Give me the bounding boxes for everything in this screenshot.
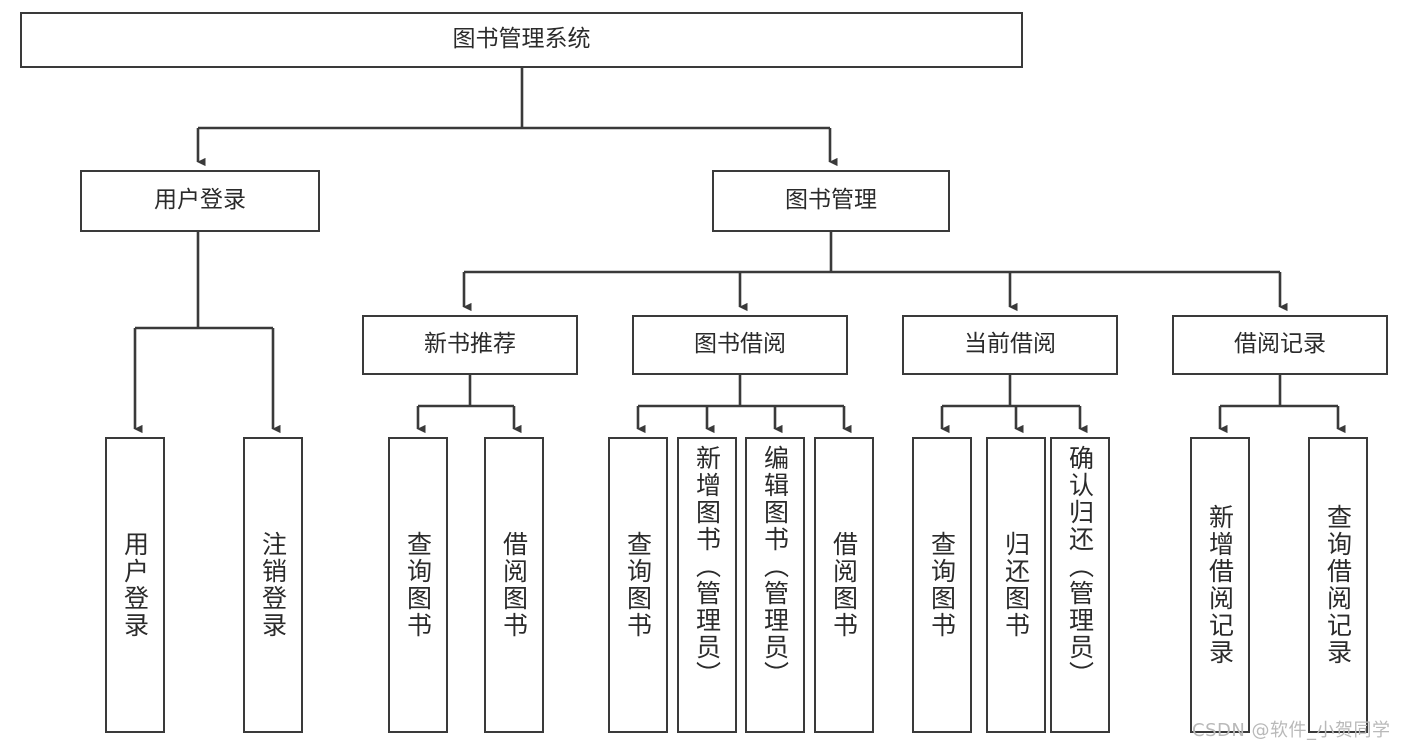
node-leaf-edit-book[interactable]: 编辑图书（管理员）	[745, 437, 805, 733]
node-book-borrow[interactable]: 图书借阅	[632, 315, 848, 375]
node-leaf-logout-login[interactable]: 注销登录	[243, 437, 303, 733]
node-leaf-query-book-current-label: 查询图书	[927, 531, 957, 639]
node-new-book-recommend-label: 新书推荐	[424, 331, 516, 358]
node-leaf-return-book[interactable]: 归还图书	[986, 437, 1046, 733]
csdn-watermark: CSDN @软件_小贺同学	[1192, 720, 1391, 741]
node-leaf-confirm-return-label: 确认归还（管理员）	[1065, 445, 1095, 688]
node-new-book-recommend[interactable]: 新书推荐	[362, 315, 578, 375]
node-leaf-add-borrow-record[interactable]: 新增借阅记录	[1190, 437, 1250, 733]
node-leaf-borrow-book[interactable]: 借阅图书	[814, 437, 874, 733]
node-borrow-record-label: 借阅记录	[1234, 331, 1326, 358]
node-root[interactable]: 图书管理系统	[20, 12, 1023, 68]
node-leaf-borrow-book-rec-label: 借阅图书	[499, 531, 529, 639]
node-user-login[interactable]: 用户登录	[80, 170, 320, 232]
node-leaf-user-login-label: 用户登录	[120, 531, 150, 639]
node-leaf-borrow-book-label: 借阅图书	[829, 531, 859, 639]
node-leaf-query-book-borrow[interactable]: 查询图书	[608, 437, 668, 733]
node-leaf-query-borrow-record-label: 查询借阅记录	[1323, 504, 1353, 666]
node-current-borrow[interactable]: 当前借阅	[902, 315, 1118, 375]
node-book-borrow-label: 图书借阅	[694, 331, 786, 358]
node-leaf-query-book-current[interactable]: 查询图书	[912, 437, 972, 733]
node-leaf-add-book[interactable]: 新增图书（管理员）	[677, 437, 737, 733]
node-book-manage[interactable]: 图书管理	[712, 170, 950, 232]
node-leaf-logout-login-label: 注销登录	[258, 531, 288, 639]
node-user-login-label: 用户登录	[154, 187, 246, 214]
node-borrow-record[interactable]: 借阅记录	[1172, 315, 1388, 375]
node-leaf-add-borrow-record-label: 新增借阅记录	[1205, 504, 1235, 666]
node-leaf-confirm-return[interactable]: 确认归还（管理员）	[1050, 437, 1110, 733]
node-leaf-edit-book-label: 编辑图书（管理员）	[760, 445, 790, 688]
node-leaf-query-book-borrow-label: 查询图书	[623, 531, 653, 639]
node-leaf-user-login[interactable]: 用户登录	[105, 437, 165, 733]
node-leaf-add-book-label: 新增图书（管理员）	[692, 445, 722, 688]
node-root-label: 图书管理系统	[452, 26, 591, 53]
node-leaf-query-book-rec[interactable]: 查询图书	[388, 437, 448, 733]
node-book-manage-label: 图书管理	[785, 187, 877, 214]
node-leaf-borrow-book-rec[interactable]: 借阅图书	[484, 437, 544, 733]
node-current-borrow-label: 当前借阅	[964, 331, 1056, 358]
node-leaf-query-book-rec-label: 查询图书	[403, 531, 433, 639]
node-leaf-return-book-label: 归还图书	[1001, 531, 1031, 639]
node-leaf-query-borrow-record[interactable]: 查询借阅记录	[1308, 437, 1368, 733]
